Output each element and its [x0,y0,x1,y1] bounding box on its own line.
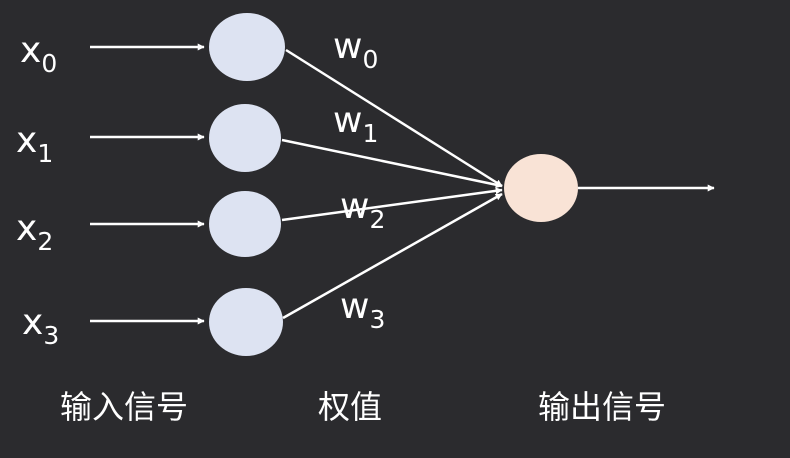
weight-connection-3 [282,192,503,320]
input-node-3 [209,288,283,356]
input-node-1 [209,104,281,172]
weight-label: 权值 [318,388,382,426]
output-signal-label: 输出信号 [538,388,666,426]
input-signal-label: 输入信号 [60,388,188,426]
weight-label-2: w2 [340,186,385,234]
input-label-0: x0 [20,30,57,78]
input-label-2: x2 [16,208,53,256]
weight-label-1: w1 [333,100,378,148]
weight-connection-1 [281,138,503,189]
weight-label-0: w0 [333,26,378,74]
input-node-0 [209,13,285,81]
weight-connection-0 [285,48,503,188]
weight-connection-2 [281,187,503,222]
input-label-3: x3 [22,302,59,350]
input-node-2 [209,191,281,257]
input-label-1: x1 [16,120,53,168]
output-node [504,154,578,222]
weight-label-3: w3 [340,286,385,334]
